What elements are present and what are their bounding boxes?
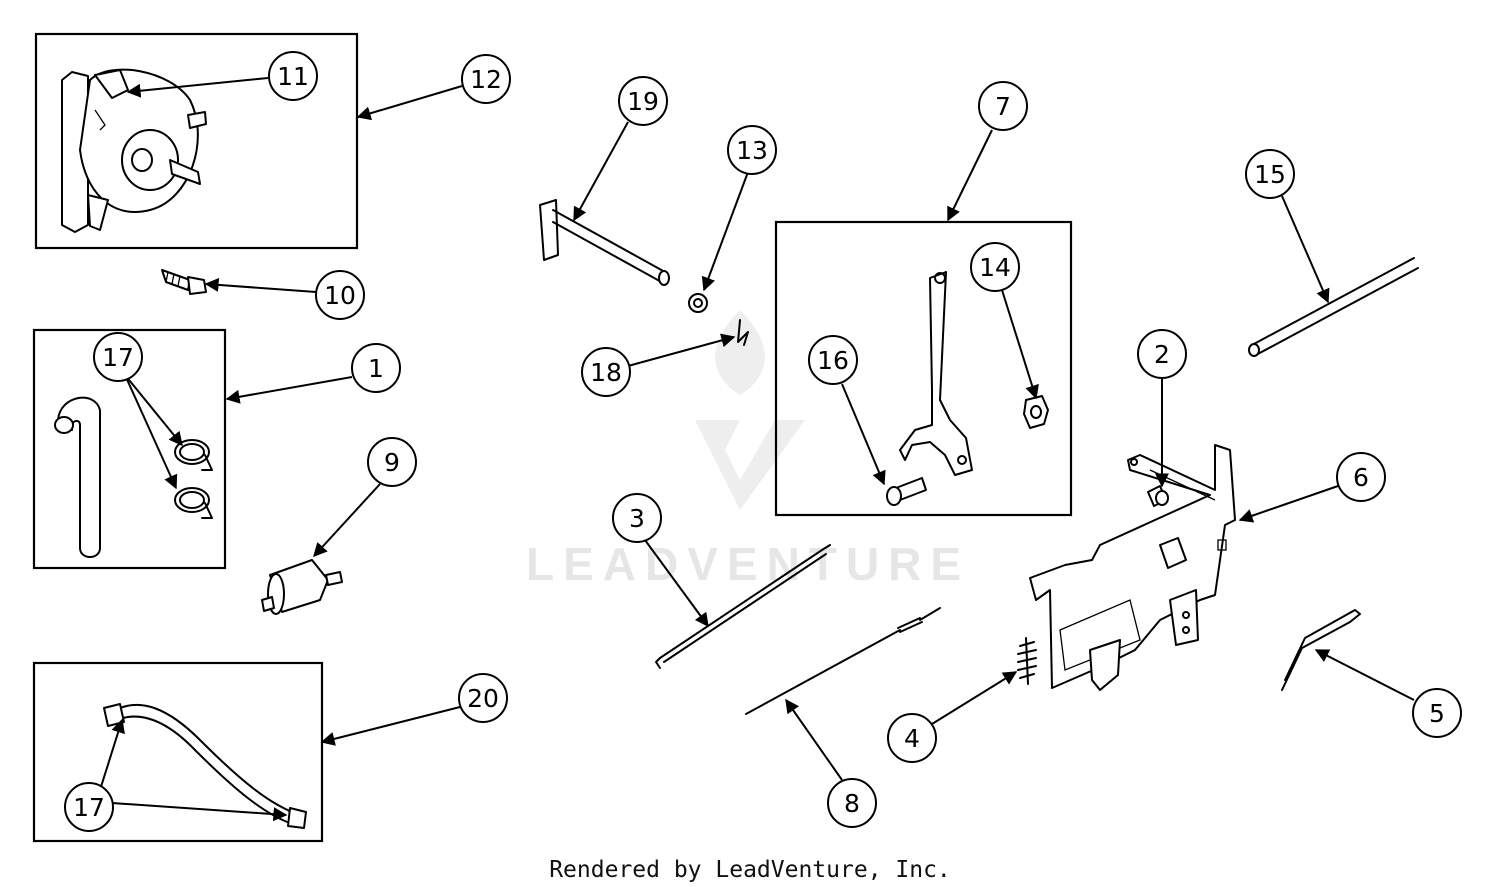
svg-text:9: 9	[384, 448, 400, 477]
leader-lines	[99, 77, 1415, 822]
hose-clamps-part	[174, 439, 213, 519]
callout-16[interactable]: 16	[808, 335, 858, 385]
nut-part	[1023, 395, 1049, 429]
control-lever-part	[899, 271, 973, 476]
callout-13[interactable]: 13	[727, 125, 777, 175]
svg-text:13: 13	[736, 136, 768, 165]
svg-text:17: 17	[73, 793, 105, 822]
callout-15[interactable]: 15	[1245, 149, 1295, 199]
svg-text:6: 6	[1353, 463, 1369, 492]
watermark-text: LEADVENTURE	[526, 538, 970, 590]
callout-1[interactable]: 1	[351, 343, 401, 393]
svg-text:17: 17	[102, 343, 134, 372]
watermark-flame-icon	[715, 310, 765, 395]
footer-credit: Rendered by LeadVenture, Inc.	[549, 857, 951, 883]
svg-text:14: 14	[979, 253, 1011, 282]
fuel-line-kit-box	[32, 661, 324, 843]
callout-18[interactable]: 18	[581, 347, 631, 397]
watermark: LEADVENTURE	[526, 310, 970, 590]
watermark-v-icon	[695, 420, 805, 510]
governor-link-part	[655, 544, 831, 669]
callout-19[interactable]: 19	[618, 76, 668, 126]
hose-part	[54, 396, 101, 558]
fuel-pump-part	[61, 68, 207, 233]
hairpin-part	[737, 319, 749, 346]
callout-5[interactable]: 5	[1412, 688, 1462, 738]
lever-kit-box	[774, 220, 1073, 517]
svg-text:11: 11	[277, 62, 309, 91]
hose-kit-box	[32, 328, 227, 570]
callout-3[interactable]: 3	[612, 493, 662, 543]
svg-text:16: 16	[817, 346, 849, 375]
svg-text:1: 1	[368, 354, 384, 383]
svg-text:3: 3	[629, 504, 645, 533]
callout-10[interactable]: 10	[315, 270, 365, 320]
callout-17-hose-kit[interactable]: 17	[93, 332, 143, 382]
callout-17-fuel-line-kit[interactable]: 17	[64, 782, 114, 832]
svg-text:15: 15	[1254, 160, 1286, 189]
callout-6[interactable]: 6	[1336, 452, 1386, 502]
washer-part	[688, 293, 708, 313]
bracket-screw-part	[1147, 485, 1169, 507]
callout-4[interactable]: 4	[887, 713, 937, 763]
callout-20[interactable]: 20	[458, 673, 508, 723]
callout-8[interactable]: 8	[827, 778, 877, 828]
fuel-filter-part	[261, 559, 343, 615]
svg-text:4: 4	[904, 724, 920, 753]
svg-text:8: 8	[844, 789, 860, 818]
svg-text:5: 5	[1429, 699, 1445, 728]
spring-part	[1017, 637, 1037, 685]
svg-text:12: 12	[470, 65, 502, 94]
screw-part	[886, 477, 927, 506]
svg-text:18: 18	[590, 358, 622, 387]
spring-link-part	[745, 607, 941, 715]
svg-text:2: 2	[1154, 340, 1170, 369]
fitting-part	[161, 269, 207, 295]
shaft-part	[539, 199, 670, 286]
rod-part	[1248, 257, 1419, 357]
control-bracket-part	[1029, 444, 1236, 691]
callout-12[interactable]: 12	[461, 54, 511, 104]
svg-text:20: 20	[467, 684, 499, 713]
svg-text:10: 10	[324, 281, 356, 310]
callout-2[interactable]: 2	[1137, 329, 1187, 379]
callout-11[interactable]: 11	[268, 51, 318, 101]
svg-text:7: 7	[995, 92, 1011, 121]
choke-link-part	[1281, 609, 1361, 691]
fuel-pump-kit-box	[34, 32, 359, 250]
callout-9[interactable]: 9	[367, 437, 417, 487]
svg-text:19: 19	[627, 87, 659, 116]
callout-14[interactable]: 14	[970, 242, 1020, 292]
callout-7[interactable]: 7	[978, 81, 1028, 131]
